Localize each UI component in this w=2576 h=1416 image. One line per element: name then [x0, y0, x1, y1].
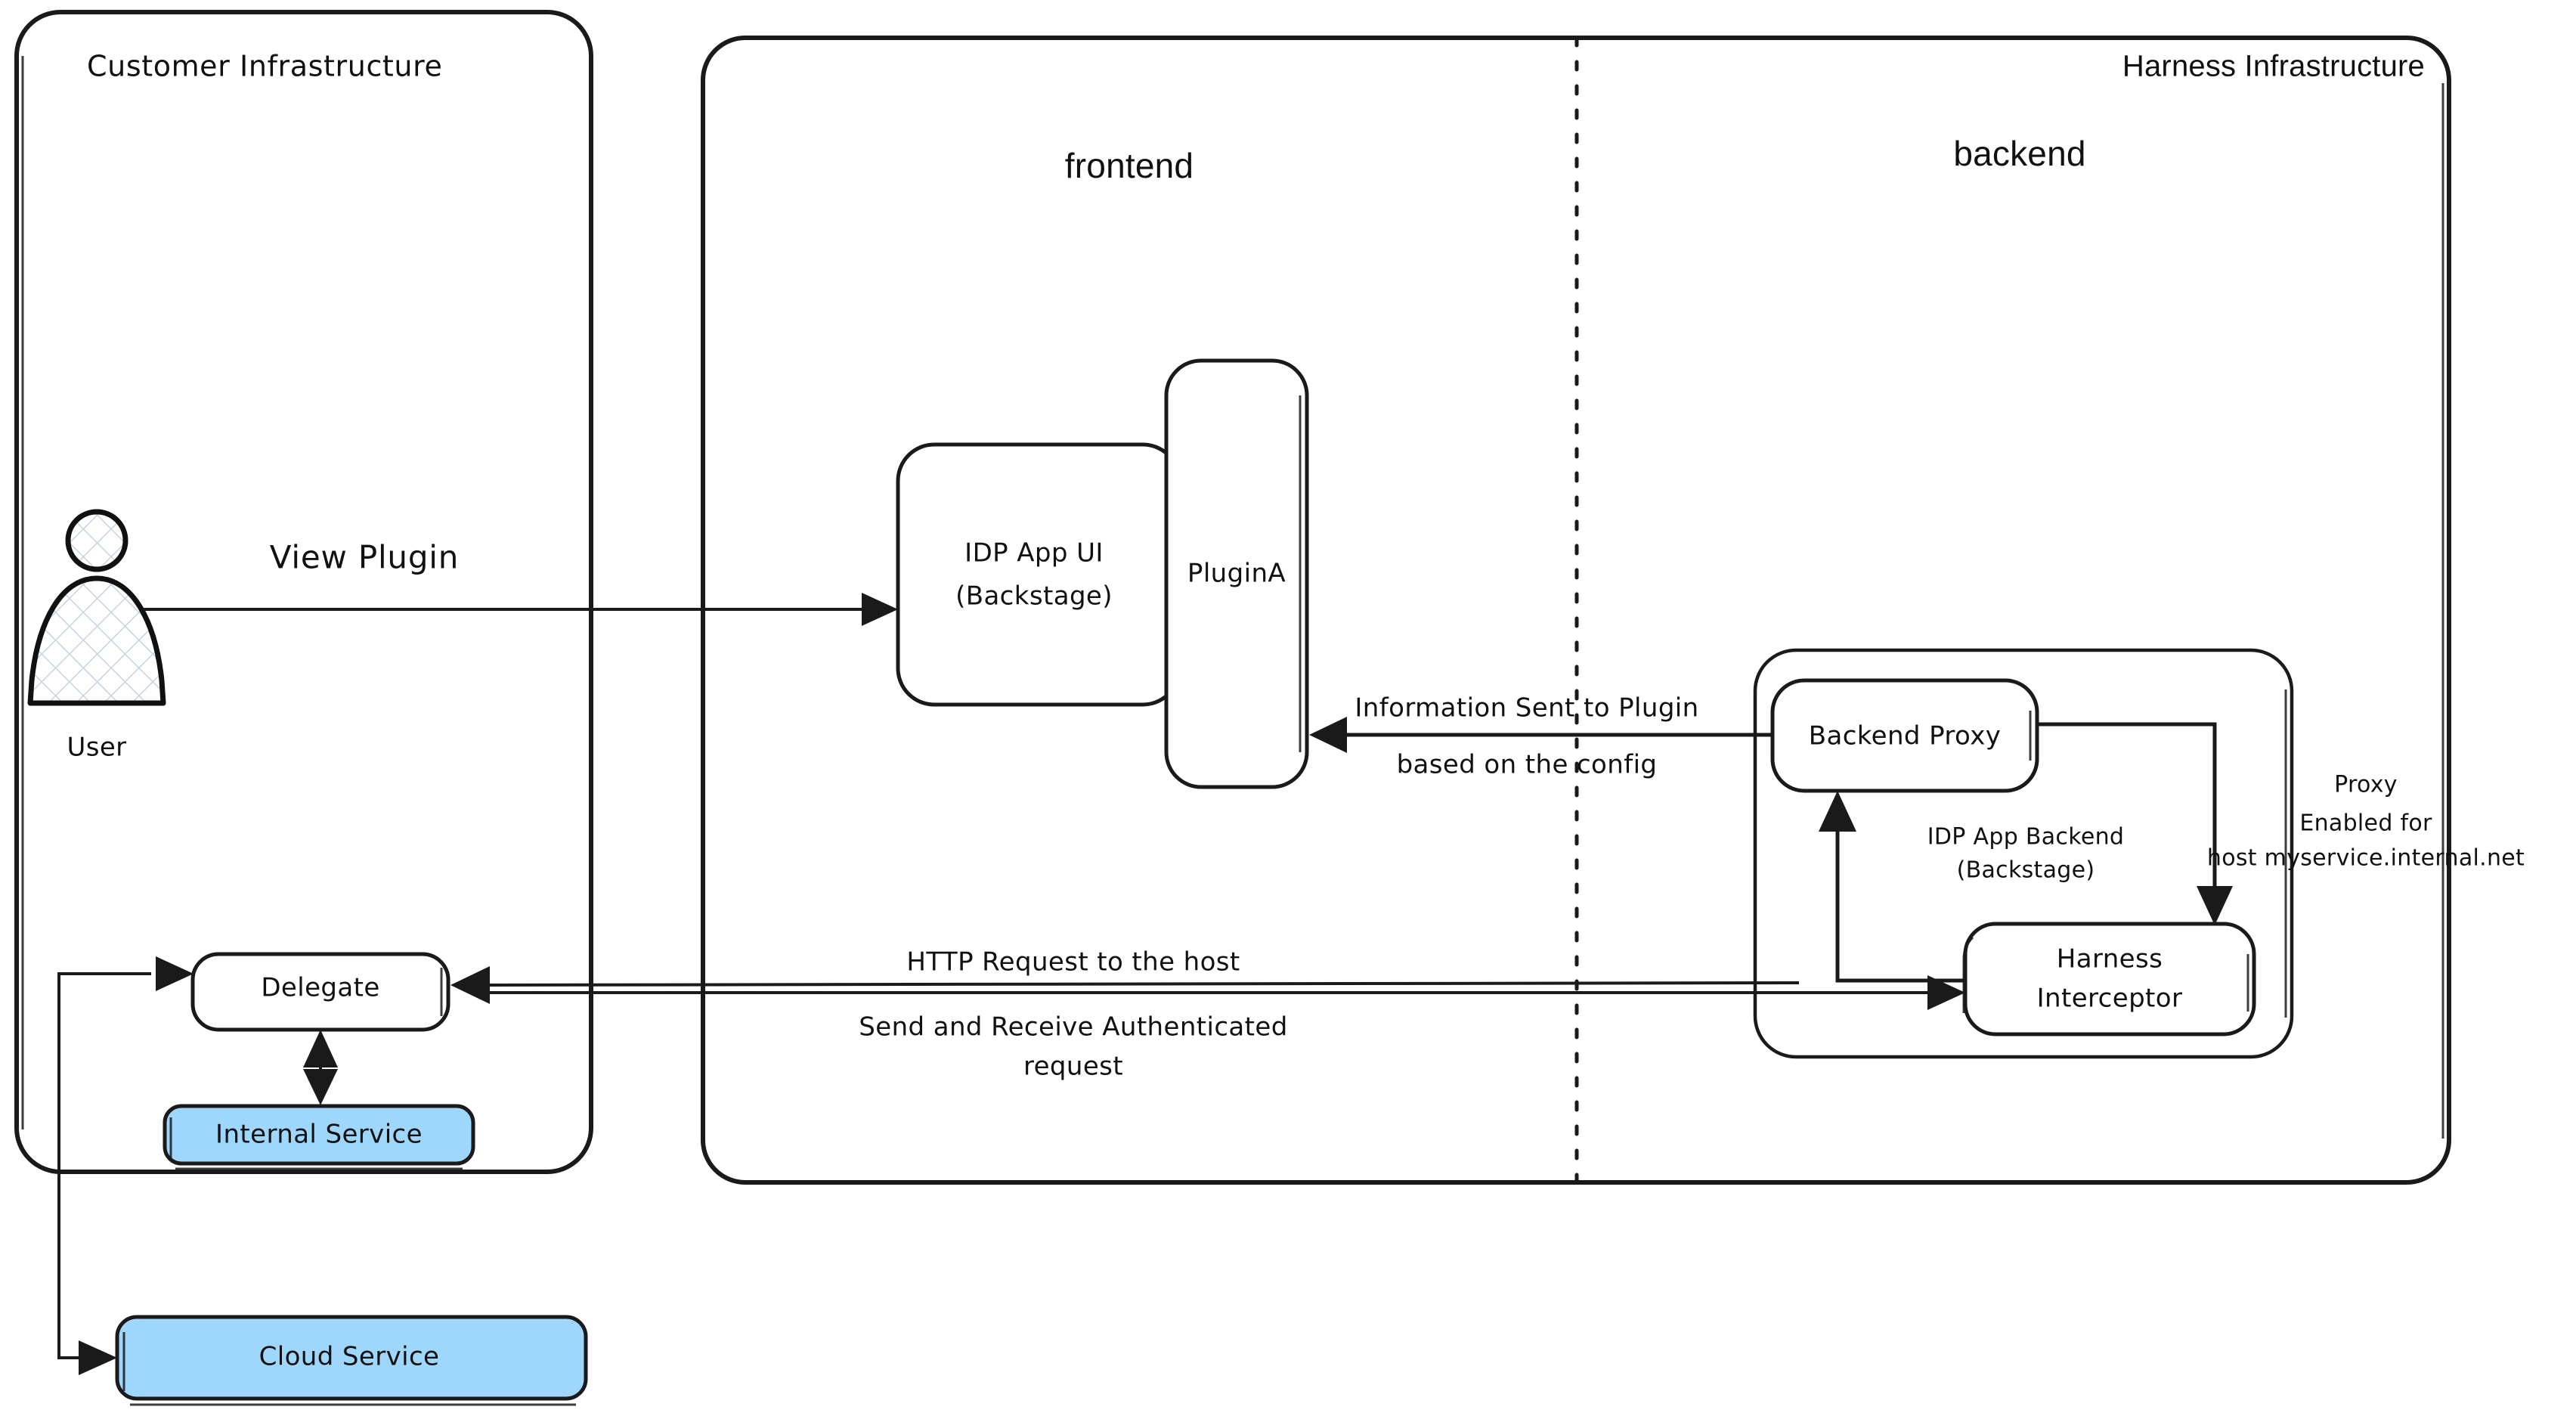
group-label-idp-app-backend-line2: (Backstage)	[1957, 857, 2095, 884]
node-label-backend-proxy: Backend Proxy	[1809, 721, 2002, 751]
group-label-customer-infrastructure: Customer Infrastructure	[87, 50, 443, 83]
node-backend-proxy: Backend Proxy	[1770, 678, 2039, 793]
annotation-proxy-enabled-line2: Enabled for	[2299, 810, 2432, 837]
annotation-proxy-enabled: Proxy Enabled for host myservice.interna…	[2207, 772, 2525, 872]
node-label-idp-app-ui-line1: IDP App UI	[964, 538, 1104, 569]
node-idp-app-ui: IDP App UI (Backstage)	[896, 442, 1181, 707]
node-delegate: Delegate	[190, 952, 450, 1032]
node-internal-service: Internal Service	[163, 1104, 475, 1170]
user-actor: User	[27, 509, 166, 763]
edge-label-view-plugin: View Plugin	[270, 539, 459, 576]
user-actor-icon	[27, 509, 166, 706]
edge-label-information-sent-line2: based on the config	[1397, 750, 1658, 780]
edge-label-authenticated-request-line2: request	[1023, 1052, 1123, 1082]
annotation-proxy-enabled-line3: host myservice.internal.net	[2207, 845, 2525, 872]
node-plugin-a: PluginA	[1164, 358, 1309, 789]
edge-information-sent: Information Sent to Plugin based on the …	[1309, 693, 1773, 780]
user-actor-label: User	[67, 733, 126, 763]
lane-label-frontend: frontend	[1065, 146, 1194, 185]
node-label-cloud-service: Cloud Service	[259, 1342, 440, 1372]
annotation-proxy-enabled-line1: Proxy	[2334, 772, 2398, 798]
edge-http-request: HTTP Request to the host Send and Receiv…	[450, 947, 1965, 1082]
node-label-plugin-a: PluginA	[1187, 559, 1286, 589]
edge-label-authenticated-request-line1: Send and Receive Authenticated	[859, 1012, 1287, 1043]
edge-proxy-to-interceptor	[2037, 722, 2233, 925]
edge-label-http-request: HTTP Request to the host	[906, 947, 1240, 978]
node-label-delegate: Delegate	[261, 973, 379, 1003]
edge-delegate-internal-service	[303, 1030, 338, 1105]
group-idp-app-backend: IDP App Backend (Backstage)	[1753, 648, 2294, 1059]
edge-interceptor-to-proxy	[1819, 791, 1965, 983]
lane-label-backend: backend	[1953, 134, 2085, 173]
node-label-harness-interceptor-line2: Interceptor	[2037, 984, 2183, 1014]
edge-delegate-to-cloud-service	[57, 972, 151, 1375]
group-customer-infrastructure: Customer Infrastructure	[14, 10, 593, 1174]
edge-label-information-sent-line1: Information Sent to Plugin	[1355, 693, 1698, 723]
edge-into-delegate-left	[156, 956, 194, 991]
node-cloud-service: Cloud Service	[115, 1315, 588, 1406]
edge-view-plugin: View Plugin	[144, 539, 898, 626]
node-label-internal-service: Internal Service	[215, 1120, 423, 1150]
node-harness-interceptor: Harness Interceptor	[1962, 922, 2256, 1036]
node-label-harness-interceptor-line1: Harness	[2057, 944, 2163, 974]
node-label-idp-app-ui-line2: (Backstage)	[955, 581, 1113, 612]
group-label-idp-app-backend-line1: IDP App Backend	[1927, 824, 2125, 851]
group-label-harness-infrastructure: Harness Infrastructure	[2122, 50, 2425, 83]
